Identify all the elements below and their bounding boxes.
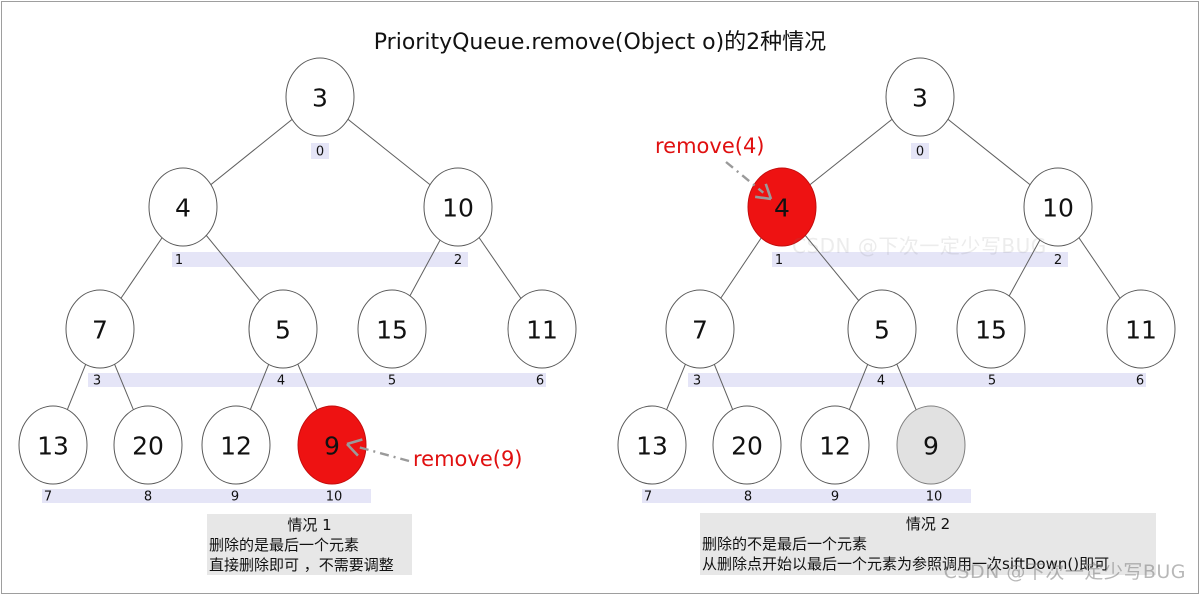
page-title: PriorityQueue.remove(Object o)的2种情况 — [373, 30, 827, 55]
heap-node-value: 10 — [1042, 194, 1074, 223]
case1-caption-line2: 直接删除即可 ，不需要调整 — [209, 556, 394, 574]
heap-index-label: 6 — [1136, 374, 1144, 389]
heap-node-value: 12 — [220, 432, 252, 461]
heap-array-index-band — [42, 489, 371, 503]
remove-arrowhead-icon — [346, 443, 359, 457]
remove-arrow-line — [725, 161, 765, 194]
heap-index-label: 9 — [231, 490, 239, 505]
heap-node — [800, 405, 870, 485]
case2-caption-line2: 从删除点开始以最后一个元素为参照调用一次siftDown()即可 — [702, 555, 1110, 573]
heap-index-label: 1 — [175, 253, 183, 268]
heap-node-value: 13 — [636, 432, 668, 461]
heap-node-value: 3 — [912, 84, 928, 113]
heap-node-value: 11 — [526, 316, 558, 345]
case1-caption-line1: 删除的是最后一个元素 — [209, 536, 360, 554]
case2-caption-box: 情况 2 删除的不是最后一个元素 从删除点开始以最后一个元素为参照调用一次sif… — [700, 513, 1156, 575]
heap-node — [201, 405, 271, 485]
remove-arrowhead-icon — [346, 438, 363, 446]
remove-arrowhead-icon — [754, 195, 772, 201]
heap-index-label: 8 — [144, 490, 152, 505]
heap-node-value: 5 — [874, 316, 890, 345]
heap-index-label: 6 — [536, 374, 544, 389]
heap-index-label: 1 — [775, 253, 783, 268]
heap-node-value: 4 — [774, 194, 790, 223]
heap-node — [665, 289, 735, 369]
heap-node — [617, 405, 687, 485]
heap-array-index-band — [642, 489, 971, 503]
heap-node — [847, 289, 917, 369]
heap-node — [1023, 167, 1093, 247]
case1-caption-title: 情况 1 — [287, 516, 332, 534]
heap-node — [297, 405, 367, 485]
heap-node — [148, 167, 218, 247]
case2-caption-line1: 删除的不是最后一个元素 — [702, 535, 868, 553]
remove-arrowhead-icon — [764, 183, 773, 200]
heap-index-label: 2 — [1054, 253, 1062, 268]
heap-node — [65, 289, 135, 369]
heap-node — [956, 289, 1026, 369]
heap-node-value: 7 — [92, 316, 108, 345]
heap-index-label: 0 — [916, 145, 924, 160]
heap-index-label: 10 — [926, 490, 943, 505]
heap-array-index-cell — [911, 143, 929, 159]
heap-index-label: 8 — [744, 490, 752, 505]
heap-node — [885, 57, 955, 137]
heap-node-value: 10 — [442, 194, 474, 223]
heap-node-value: 4 — [175, 194, 191, 223]
heap-index-label: 7 — [44, 490, 52, 505]
remove-arrow-line — [356, 445, 410, 463]
heap-index-label: 10 — [326, 490, 343, 505]
heap-node — [423, 167, 493, 247]
heap-index-label: 9 — [831, 490, 839, 505]
heap-index-label: 4 — [877, 374, 885, 389]
heap-node — [896, 405, 966, 485]
heap-node-value: 3 — [312, 84, 328, 113]
heap-array-index-band — [172, 252, 468, 267]
remove-annotation-label: remove(4) — [655, 134, 765, 158]
heap-node — [1106, 289, 1176, 369]
heap-node-value: 11 — [1125, 316, 1157, 345]
heap-node — [18, 405, 88, 485]
heap-node-value: 20 — [731, 432, 763, 461]
watermark-faint: CSDN @下次一定少写BUG — [792, 234, 1047, 258]
heap-index-label: 7 — [644, 490, 652, 505]
heap-node-value: 9 — [923, 432, 939, 461]
heap-index-label: 4 — [277, 374, 285, 389]
heap-array-index-band — [88, 373, 546, 387]
heap-array-index-cell — [311, 143, 329, 159]
case1-caption-box: 情况 1 删除的是最后一个元素 直接删除即可 ，不需要调整 — [207, 514, 412, 575]
case2-caption-title: 情况 2 — [905, 515, 951, 533]
heap-node — [113, 405, 183, 485]
heap-array-index-band — [772, 252, 1068, 267]
heap-node — [747, 167, 817, 247]
heap-node — [507, 289, 577, 369]
heap-node — [285, 57, 355, 137]
heap-node — [357, 289, 427, 369]
heap-node-value: 12 — [819, 432, 851, 461]
heap-node — [248, 289, 318, 369]
heap-node-value: 15 — [975, 316, 1007, 345]
heap-index-label: 0 — [316, 145, 324, 160]
heap-node-value: 5 — [275, 316, 291, 345]
heap-index-label: 5 — [388, 374, 396, 389]
heap-node-value: 20 — [132, 432, 164, 461]
watermark: CSDN @下次一定少写BUG — [943, 561, 1186, 583]
heap-node-value: 13 — [37, 432, 69, 461]
heap-node-value: 9 — [324, 432, 340, 461]
heap-index-label: 5 — [988, 374, 996, 389]
heap-node-value: 15 — [376, 316, 408, 345]
heap-node-value: 7 — [692, 316, 708, 345]
heap-index-label: 3 — [93, 374, 101, 389]
heap-array-index-band — [688, 373, 1146, 387]
remove-annotation-label: remove(9) — [413, 447, 523, 471]
heap-index-label: 2 — [454, 253, 462, 268]
heap-index-label: 3 — [693, 374, 701, 389]
heap-node — [712, 405, 782, 485]
